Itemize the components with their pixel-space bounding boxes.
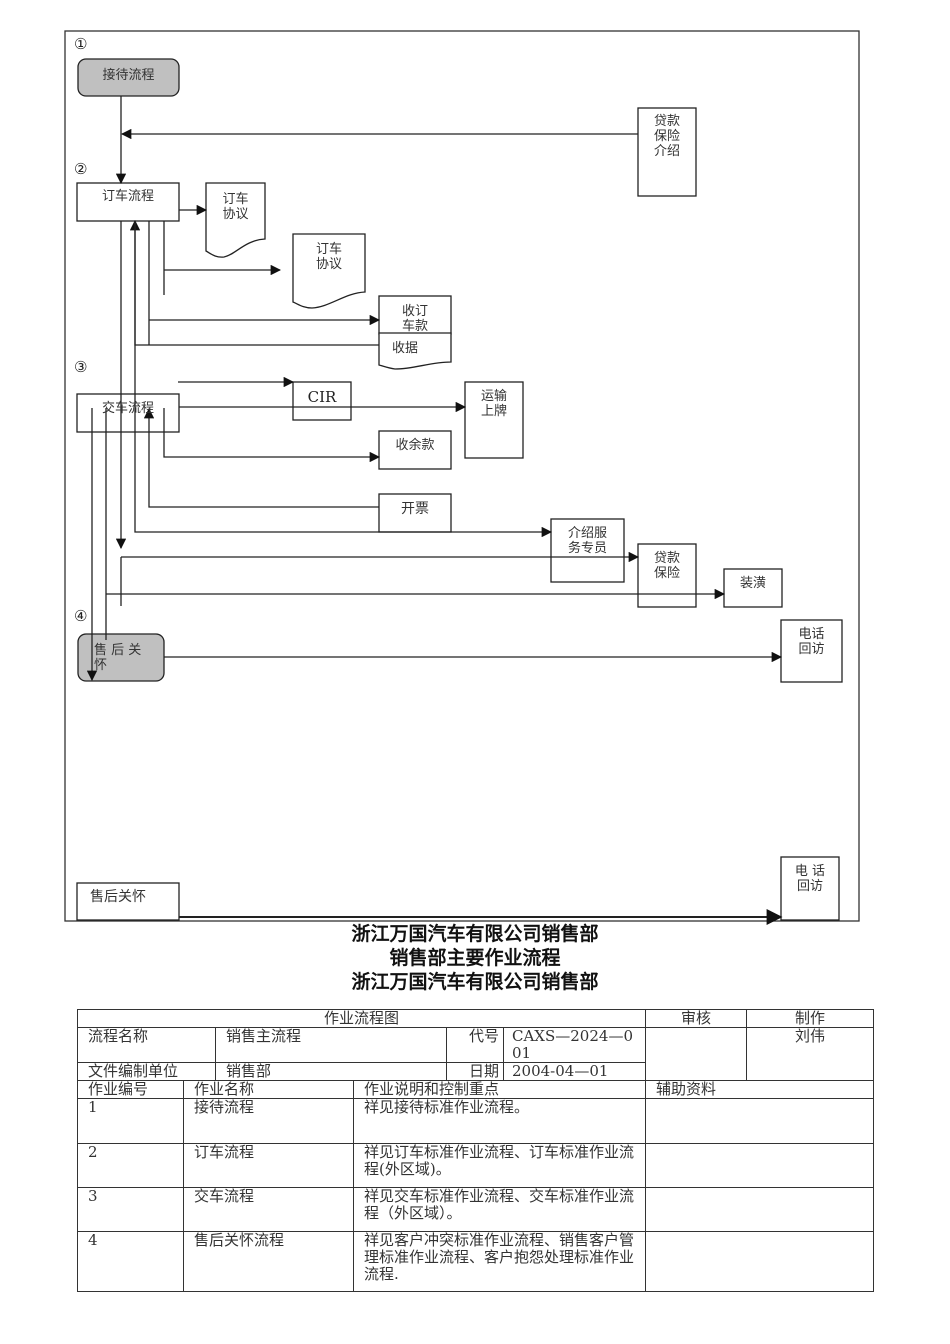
- table-row: 流程名称 销售主流程 代号 CAXS—2024—001 刘伟: [77, 1027, 875, 1081]
- label-decoration: 装潢: [739, 576, 766, 591]
- label-service-specialist: 介绍服 务专员: [567, 526, 607, 556]
- row-reference: [645, 1231, 875, 1292]
- node-phone-followup-2[interactable]: [780, 856, 840, 921]
- unit-value: 销售部: [215, 1062, 447, 1081]
- author-value: 刘伟: [746, 1027, 875, 1081]
- node-cir[interactable]: [292, 381, 352, 421]
- table-row: 3 交车流程 祥见交车标准作业流程、交车标准作业流程（外区域）。: [77, 1187, 875, 1232]
- label-cir: CIR: [307, 388, 337, 406]
- node-order-agreement-2[interactable]: [292, 233, 366, 309]
- title-block: 浙江万国汽车有限公司销售部 销售部主要作业流程 浙江万国汽车有限公司销售部: [0, 922, 950, 994]
- column-header: 作业名称: [183, 1080, 354, 1099]
- node-collect-balance[interactable]: [378, 430, 452, 470]
- step-marker-1: ①: [74, 35, 88, 53]
- node-phone-followup[interactable]: [780, 619, 843, 683]
- row-number: 3: [77, 1187, 184, 1232]
- row-reference: [645, 1098, 875, 1144]
- column-header: 作业编号: [77, 1080, 184, 1099]
- table-row: 4 售后关怀流程 祥见客户冲突标准作业流程、销售客户管理标准作业流程、客户抱怨处…: [77, 1231, 875, 1292]
- document-title: 销售部主要作业流程: [389, 947, 561, 969]
- label-order-agreement-1: 订车 协议: [222, 192, 249, 222]
- row-description: 祥见接待标准作业流程。: [352, 1098, 647, 1144]
- process-name-label: 流程名称: [77, 1027, 216, 1063]
- step-marker-2: ②: [74, 160, 88, 178]
- node-delivery-process[interactable]: [76, 393, 180, 433]
- node-loan-insurance-intro[interactable]: [637, 107, 697, 197]
- connector-delivery-to-balance: [163, 408, 381, 463]
- row-number: 2: [77, 1143, 184, 1188]
- label-phone-followup: 电话 回访: [798, 627, 825, 657]
- label-receipt: 收据: [391, 341, 418, 356]
- column-header: 辅助资料: [645, 1080, 875, 1099]
- connector-to-decoration: [105, 408, 724, 640]
- author-label: 制作: [746, 1009, 875, 1028]
- row-description: 祥见客户冲突标准作业流程、销售客户管理标准作业流程、客户抱怨处理标准作业流程.: [352, 1231, 647, 1292]
- row-number: 4: [77, 1231, 184, 1292]
- label-after-sales-care: 售 后 关 怀: [94, 643, 142, 673]
- company-title: 浙江万国汽车有限公司销售部: [351, 923, 599, 945]
- row-name: 交车流程: [183, 1187, 354, 1232]
- table-row: 2 订车流程 祥见订车标准作业流程、订车标准作业流程(外区域)。: [77, 1143, 875, 1188]
- row-reference: [645, 1143, 875, 1188]
- row-description: 祥见订车标准作业流程、订车标准作业流程(外区域)。: [352, 1143, 647, 1188]
- table-column-header-row: 作业编号 作业名称 作业说明和控制重点 辅助资料: [77, 1080, 875, 1099]
- label-collect-balance: 收余款: [395, 438, 435, 453]
- label-loan-insurance-intro: 贷款 保险 介绍: [653, 114, 680, 159]
- step-marker-4: ④: [74, 607, 88, 625]
- connector-order-to-agreement2: [163, 221, 280, 295]
- label-transport-plate: 运输 上牌: [480, 389, 507, 419]
- process-info-table: 作业流程图 审核 制作 流程名称 销售主流程 代号 CAXS—2024—001 …: [76, 1009, 875, 1292]
- step-marker-3: ③: [74, 358, 88, 376]
- node-reception[interactable]: [77, 58, 180, 97]
- node-invoice[interactable]: [378, 493, 452, 533]
- label-order-process: 订车流程: [101, 189, 154, 204]
- row-reference: [645, 1187, 875, 1232]
- review-value: [645, 1027, 748, 1081]
- node-receipt[interactable]: [378, 332, 452, 370]
- connector-order-to-deposit: [148, 221, 379, 345]
- table-header-row: 作业流程图 审核 制作: [76, 1009, 875, 1028]
- row-name: 售后关怀流程: [183, 1231, 354, 1292]
- unit-label: 文件编制单位: [77, 1062, 216, 1081]
- label-invoice: 开票: [401, 501, 429, 517]
- label-after-sales-care-2: 售后关怀: [90, 889, 146, 905]
- date-value: 2004-04—01: [502, 1062, 647, 1081]
- label-phone-followup-2: 电 话 回访: [794, 864, 826, 894]
- table-row: 文件编制单位 销售部 日期 2004-04—01: [77, 1062, 874, 1081]
- column-header: 作业说明和控制重点: [352, 1080, 647, 1099]
- label-order-agreement-2: 订车 协议: [315, 242, 342, 272]
- node-loan-insurance[interactable]: [637, 543, 697, 608]
- node-order-process[interactable]: [76, 182, 180, 222]
- connector-to-service-specialist: [134, 221, 553, 538]
- date-label: 日期: [446, 1062, 504, 1081]
- company-title-repeat: 浙江万国汽车有限公司销售部: [351, 971, 599, 993]
- review-label: 审核: [645, 1009, 748, 1028]
- chart-heading: 作业流程图: [76, 1009, 647, 1028]
- code-value: CAXS—2024—001: [502, 1027, 647, 1063]
- node-transport-plate[interactable]: [464, 381, 524, 459]
- label-collect-deposit: 收订 车款: [401, 304, 428, 334]
- table-row: 1 接待流程 祥见接待标准作业流程。: [77, 1098, 875, 1144]
- node-service-specialist[interactable]: [550, 518, 625, 583]
- node-after-sales-care-2[interactable]: [76, 882, 180, 921]
- row-name: 订车流程: [183, 1143, 354, 1188]
- diagram-frame: [64, 30, 860, 922]
- label-reception: 接待流程: [102, 68, 155, 83]
- connector-invoice-to-delivery: [143, 407, 379, 508]
- row-number: 1: [77, 1098, 184, 1144]
- row-name: 接待流程: [183, 1098, 354, 1144]
- flowchart: [64, 30, 860, 925]
- label-delivery-process: 交车流程: [101, 401, 154, 416]
- process-name-value: 销售主流程: [215, 1027, 447, 1063]
- code-label: 代号: [446, 1027, 504, 1063]
- row-description: 祥见交车标准作业流程、交车标准作业流程（外区域）。: [352, 1187, 647, 1232]
- label-loan-insurance: 贷款 保险: [653, 551, 680, 581]
- node-order-agreement-1[interactable]: [205, 182, 266, 258]
